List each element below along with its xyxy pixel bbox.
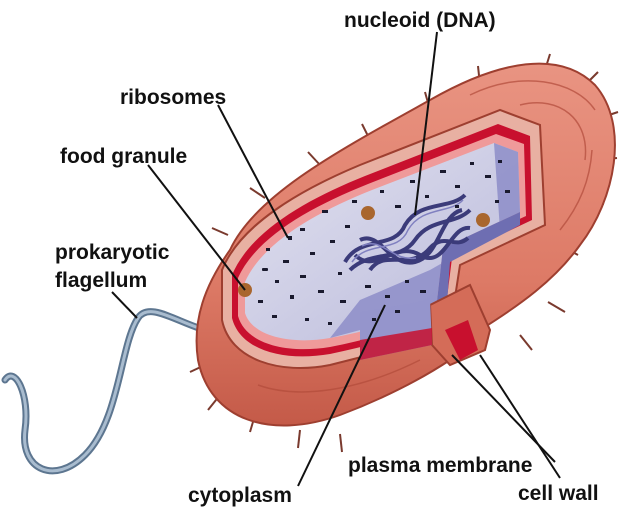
label-ribosomes: ribosomes xyxy=(120,87,226,109)
label-flagellum-line2: flagellum xyxy=(55,270,147,292)
label-plasma-membrane: plasma membrane xyxy=(348,455,532,477)
food-granule xyxy=(476,213,490,227)
food-granule xyxy=(361,206,375,220)
label-flagellum-line1: prokaryotic xyxy=(55,242,169,264)
label-nucleoid: nucleoid (DNA) xyxy=(344,10,496,32)
leader-food-granule xyxy=(148,165,245,290)
label-cell-wall: cell wall xyxy=(518,483,599,505)
flagellum xyxy=(5,312,215,471)
label-food-granule: food granule xyxy=(60,146,187,168)
label-cytoplasm: cytoplasm xyxy=(188,485,292,507)
leader-flagellum xyxy=(112,292,137,318)
